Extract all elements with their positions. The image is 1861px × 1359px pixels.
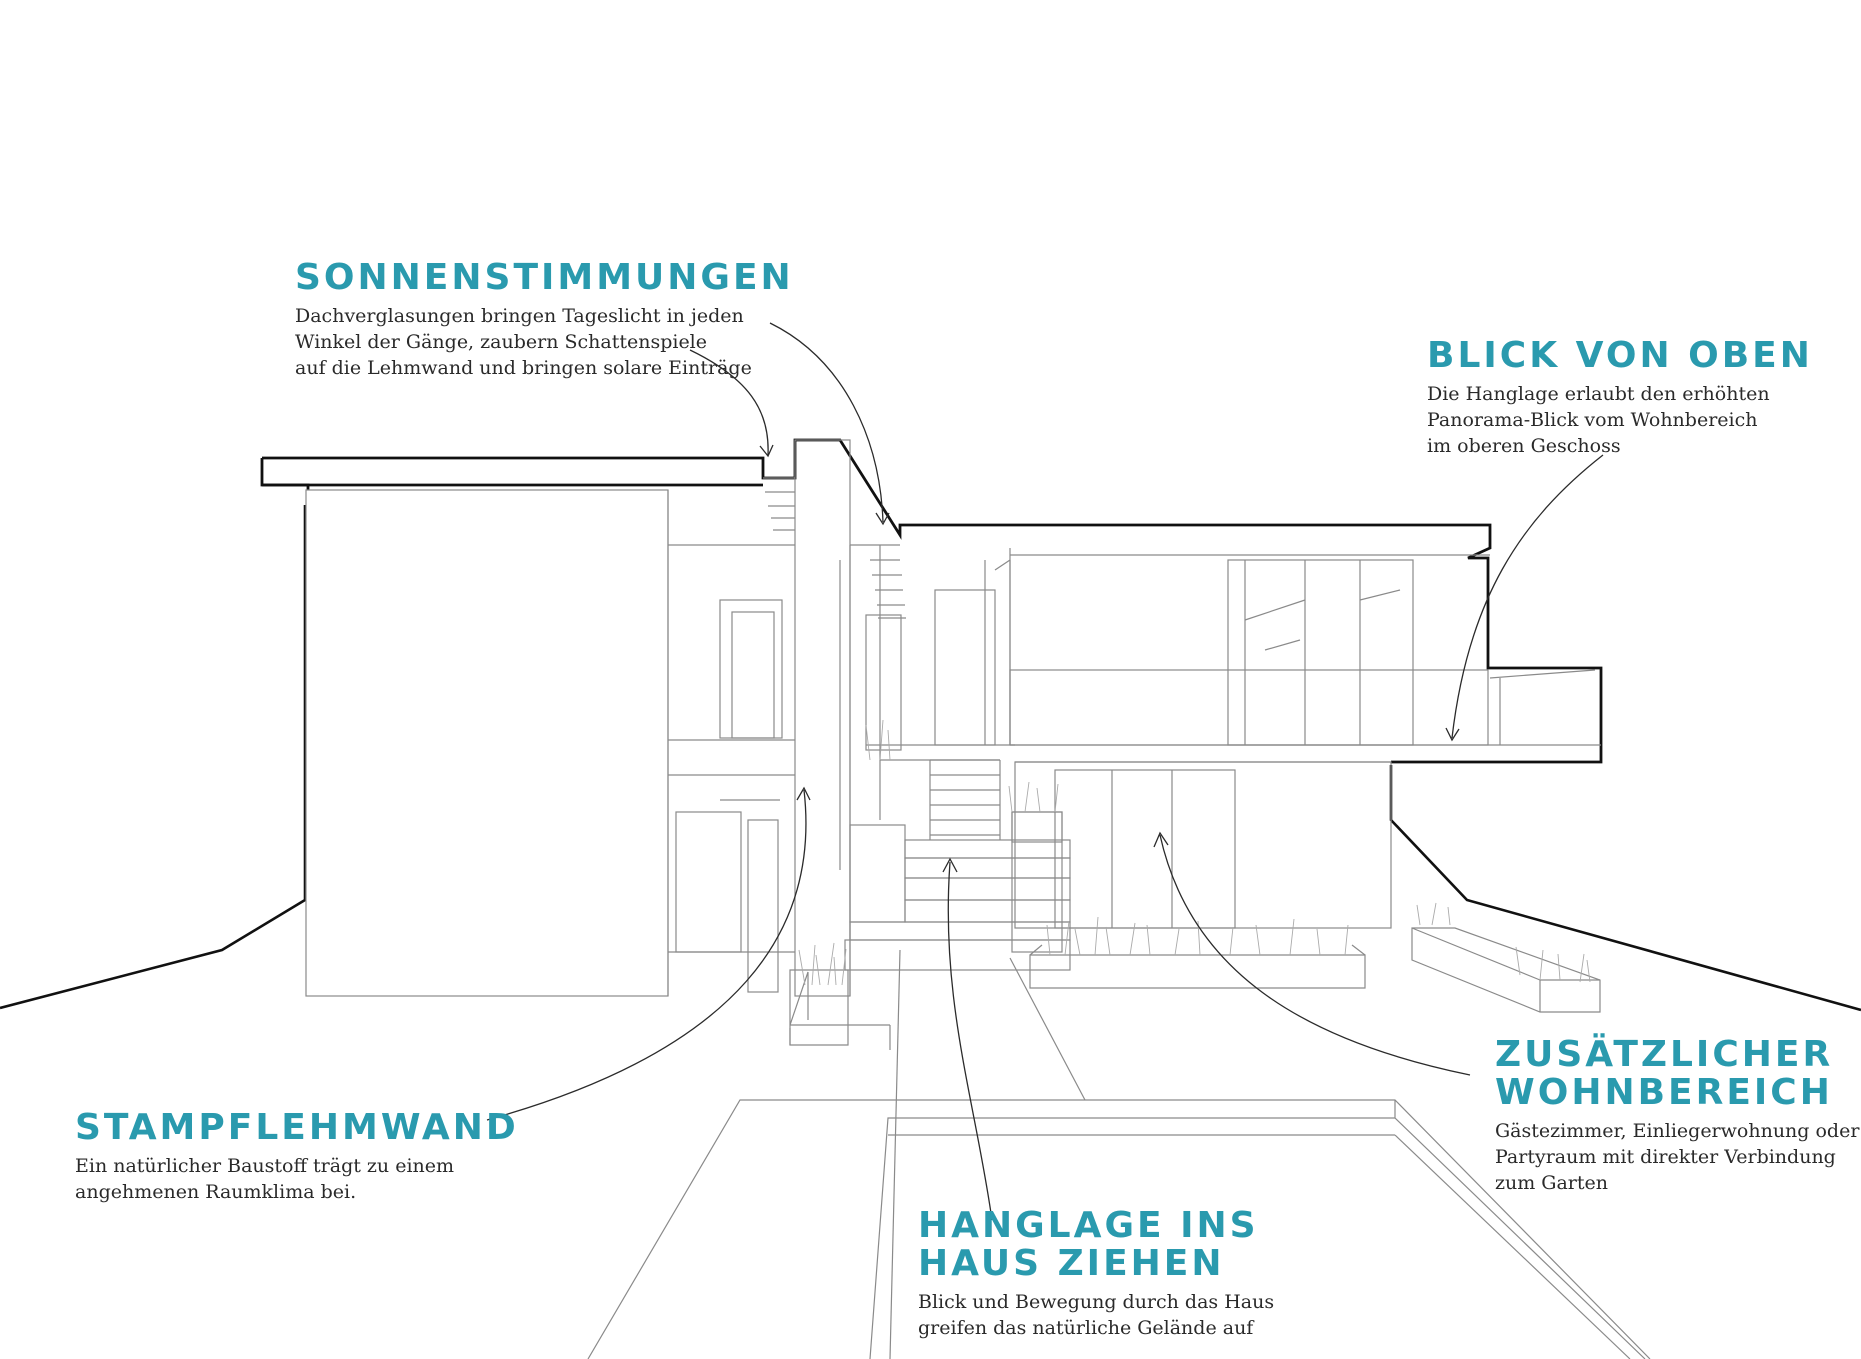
arrow-stampf [486, 789, 807, 1121]
pool-outline [587, 1099, 1651, 1359]
text-line: Ein natürlicher Baustoff trägt zu einem [75, 1155, 455, 1177]
text-line: Dachverglasungen bringen Tageslicht in j… [295, 305, 744, 327]
annotation-sonnenstimmungen: SONNENSTIMMUNGEN Dachverglasungen bringe… [295, 259, 794, 381]
annotation-zusaetzlicher-wohnbereich: ZUSÄTZLICHER WOHNBEREICH Gästezimmer, Ei… [1495, 1036, 1859, 1196]
annotation-title: HANGLAGE INS HAUS ZIEHEN [918, 1207, 1274, 1283]
arrow-sonnen-2 [769, 322, 884, 523]
title-line: SONNENSTIMMUNGEN [295, 257, 794, 298]
arrow-hang [947, 861, 993, 1221]
roof-outline [260, 438, 1603, 764]
leader-arrows [486, 322, 1604, 1221]
left-roof [262, 438, 1603, 764]
text-line: Blick und Bewegung durch das Haus [918, 1291, 1275, 1313]
annotation-stampflehmwand: STAMPFLEHMWAND Ein natürlicher Baustoff … [75, 1109, 519, 1205]
title-line: HANGLAGE INS [918, 1205, 1259, 1246]
skylight-slats [763, 477, 906, 619]
stampflehmwand [794, 439, 851, 997]
annotation-blick-von-oben: BLICK VON OBEN Die Hanglage erlaubt den … [1427, 337, 1813, 459]
planters [789, 927, 1601, 1050]
text-line: angehmenen Raumklima bei. [75, 1181, 357, 1203]
stairs [844, 759, 1071, 971]
annotation-title: ZUSÄTZLICHER WOHNBEREICH [1495, 1036, 1859, 1112]
arrow-sonnen-1 [689, 349, 769, 456]
title-line: BLICK VON OBEN [1427, 335, 1813, 376]
text-line: greifen das natürliche Gelände auf [918, 1317, 1254, 1339]
text-line: Gästezimmer, Einliegerwohnung oder [1495, 1120, 1860, 1142]
lower-wall [1014, 761, 1392, 929]
title-line: WOHNBEREICH [1495, 1072, 1833, 1113]
annotation-text: Die Hanglage erlaubt den erhöhten Panora… [1427, 381, 1813, 459]
annotation-text: Dachverglasungen bringen Tageslicht in j… [295, 303, 794, 381]
lower-glazing [1054, 769, 1236, 929]
annotation-title: SONNENSTIMMUNGEN [295, 259, 794, 297]
ground-lines [587, 949, 1651, 1359]
title-line: ZUSÄTZLICHER [1495, 1034, 1834, 1075]
title-line: HAUS ZIEHEN [918, 1243, 1225, 1284]
terrain-left [0, 505, 307, 1010]
annotation-text: Blick und Bewegung durch das Haus greife… [918, 1289, 1274, 1341]
building-lines [305, 439, 1651, 1359]
annotation-title: BLICK VON OBEN [1427, 337, 1813, 375]
title-line: STAMPFLEHMWAND [75, 1107, 519, 1148]
terrain-right [1389, 765, 1861, 1012]
text-line: Winkel der Gänge, zaubern Schattenspiele [295, 331, 708, 353]
text-line: zum Garten [1495, 1172, 1609, 1194]
arrow-blick [1451, 454, 1604, 739]
grasses [798, 719, 1591, 986]
arrow-zus [1159, 834, 1471, 1076]
text-line: Partyraum mit direkter Verbindung [1495, 1146, 1836, 1168]
annotation-title: STAMPFLEHMWAND [75, 1109, 519, 1147]
annotation-text: Ein natürlicher Baustoff trägt zu einem … [75, 1153, 519, 1205]
left-wall [305, 489, 669, 997]
text-line: Panorama-Blick vom Wohnbereich [1427, 409, 1758, 431]
annotation-hanglage: HANGLAGE INS HAUS ZIEHEN Blick und Beweg… [918, 1207, 1274, 1341]
text-line: im oberen Geschoss [1427, 435, 1621, 457]
text-line: Die Hanglage erlaubt den erhöhten [1427, 383, 1770, 405]
text-line: auf die Lehmwand und bringen solare Eint… [295, 357, 752, 379]
upper-window [1227, 559, 1414, 746]
terrain-outline [0, 505, 1861, 1012]
annotation-text: Gästezimmer, Einliegerwohnung oder Party… [1495, 1118, 1859, 1196]
